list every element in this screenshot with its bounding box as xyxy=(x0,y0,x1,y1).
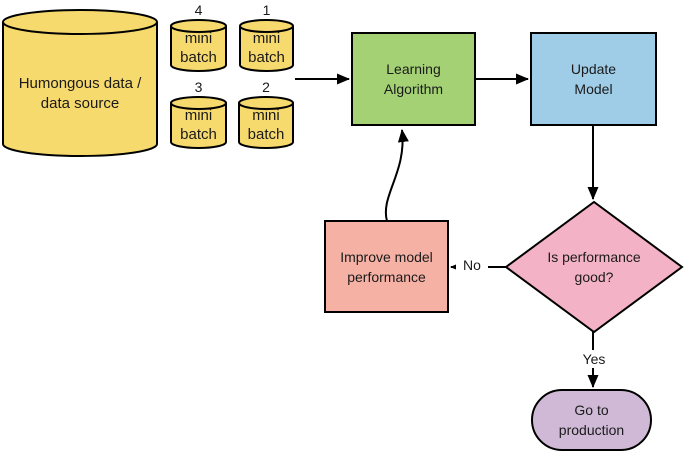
edge-label-no: No xyxy=(456,256,488,274)
edge-label-yes: Yes xyxy=(578,350,610,368)
mini-batch-cylinder-4 xyxy=(170,19,227,72)
data-source-cylinder xyxy=(2,9,158,157)
arrow-improve-to-learning xyxy=(384,129,409,222)
learning-algorithm-box xyxy=(351,32,476,126)
update-model-box xyxy=(530,32,657,126)
mini-batch-cylinder-1 xyxy=(239,19,294,72)
mini-batch-cylinder-2 xyxy=(238,96,294,149)
decision-diamond xyxy=(504,200,684,334)
improve-model-box xyxy=(324,220,449,313)
production-stadium xyxy=(531,389,652,451)
mini-batch-cylinder-3 xyxy=(170,96,227,149)
